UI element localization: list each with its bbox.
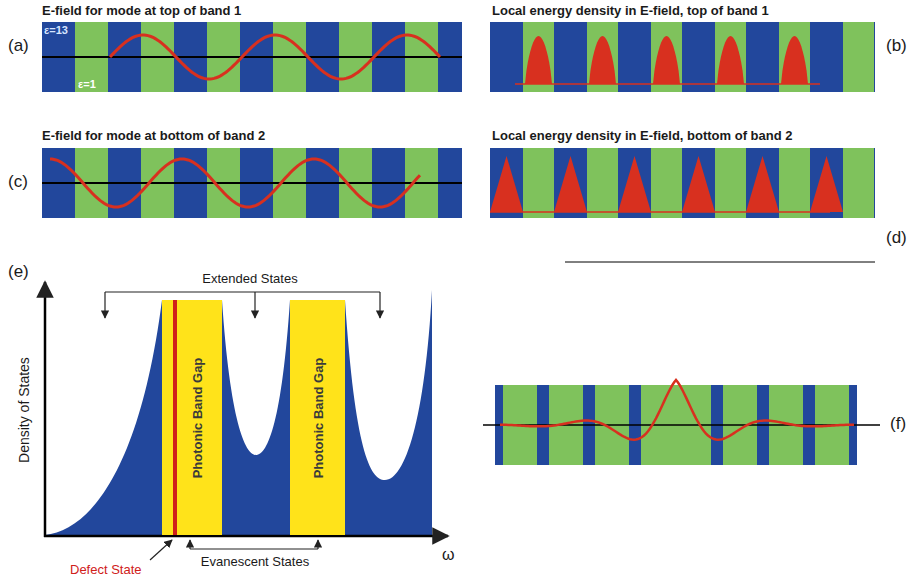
crystal-layer xyxy=(682,148,715,218)
energy-density-peak xyxy=(746,156,779,212)
y-axis xyxy=(44,282,47,537)
panel-letter: (f) xyxy=(890,414,906,434)
crystal-layer xyxy=(810,22,843,92)
crystal-layer xyxy=(746,148,779,218)
annotation: Defect State xyxy=(70,563,142,578)
bracket-arrow xyxy=(254,292,255,318)
panel-title: E-field for mode at bottom of band 2 xyxy=(42,129,265,144)
bracket-arrow xyxy=(379,292,380,318)
crystal-layer xyxy=(523,148,554,218)
crystal-layer xyxy=(587,22,618,92)
band-gap: Photonic Band Gap xyxy=(162,300,222,535)
crystal-layer xyxy=(618,22,651,92)
crystal-layer xyxy=(682,22,715,92)
crystal-layer xyxy=(554,22,587,92)
e-field-wave xyxy=(50,159,420,207)
axis-line xyxy=(42,56,462,58)
crystal-layer xyxy=(651,148,682,218)
panel-title: Local energy density in E-field, top of … xyxy=(492,4,769,19)
dos-fill xyxy=(345,290,432,535)
panel-title: E-field for mode at top of band 1 xyxy=(42,4,241,19)
material-label: ε=1 xyxy=(78,78,96,91)
bracket-arrow xyxy=(317,540,318,549)
axis-line xyxy=(42,182,462,184)
energy-density-peak xyxy=(490,156,523,212)
energy-density-hump xyxy=(781,36,808,84)
crystal-layer xyxy=(874,22,875,92)
bracket-arrow xyxy=(104,292,105,318)
crystal-layer xyxy=(746,22,779,92)
axis-title: Density of States xyxy=(16,357,32,463)
bracket xyxy=(105,291,380,292)
panel-letter: (c) xyxy=(8,172,28,192)
material-label: ε=13 xyxy=(44,24,68,37)
crystal-layer xyxy=(715,148,746,218)
crystal-layer xyxy=(618,148,651,218)
crystal-layer xyxy=(554,148,587,218)
energy-density-peak xyxy=(618,156,651,212)
dos-fill xyxy=(45,300,162,535)
energy-density-hump xyxy=(589,36,616,84)
energy-density-hump xyxy=(653,36,680,84)
energy-density-peak xyxy=(554,156,587,212)
crystal-layer xyxy=(490,148,523,218)
crystal-layer xyxy=(779,22,810,92)
panel-letter: (b) xyxy=(886,36,907,56)
band-gap: Photonic Band Gap xyxy=(290,300,345,535)
x-axis xyxy=(44,535,448,538)
crystal-layer xyxy=(843,148,874,218)
energy-density-hump xyxy=(525,36,552,84)
energy-density-peak xyxy=(810,156,843,212)
crystal-layer xyxy=(810,148,843,218)
bracket xyxy=(190,548,318,549)
panel-title: Local energy density in E-field, bottom … xyxy=(492,129,792,144)
annotation: Evanescent States xyxy=(199,555,311,570)
e-field-wave xyxy=(110,35,440,79)
crystal-layer xyxy=(587,148,618,218)
defect-mode xyxy=(500,380,854,440)
bracket-arrow xyxy=(189,540,190,549)
rule-line xyxy=(565,262,875,263)
panel-letter: (a) xyxy=(8,36,29,56)
energy-density-peak xyxy=(682,156,715,212)
annotation: Extended States xyxy=(200,272,299,287)
crystal-layer xyxy=(715,22,746,92)
panel-letter: (d) xyxy=(886,228,907,248)
band-gap-text: Photonic Band Gap xyxy=(310,357,325,478)
crystal-layer xyxy=(779,148,810,218)
leader-line xyxy=(150,540,172,560)
axis-title: ω xyxy=(442,546,455,564)
crystal-layer xyxy=(651,22,682,92)
band-gap-text: Photonic Band Gap xyxy=(189,357,204,478)
crystal-layer xyxy=(490,22,523,92)
crystal-layer xyxy=(523,22,554,92)
defect-line xyxy=(173,300,177,535)
crystal-layer xyxy=(843,22,874,92)
crystal-layer xyxy=(874,148,875,218)
panel-letter: (e) xyxy=(8,262,29,282)
dos-fill xyxy=(222,300,290,535)
energy-density-hump xyxy=(717,36,744,84)
